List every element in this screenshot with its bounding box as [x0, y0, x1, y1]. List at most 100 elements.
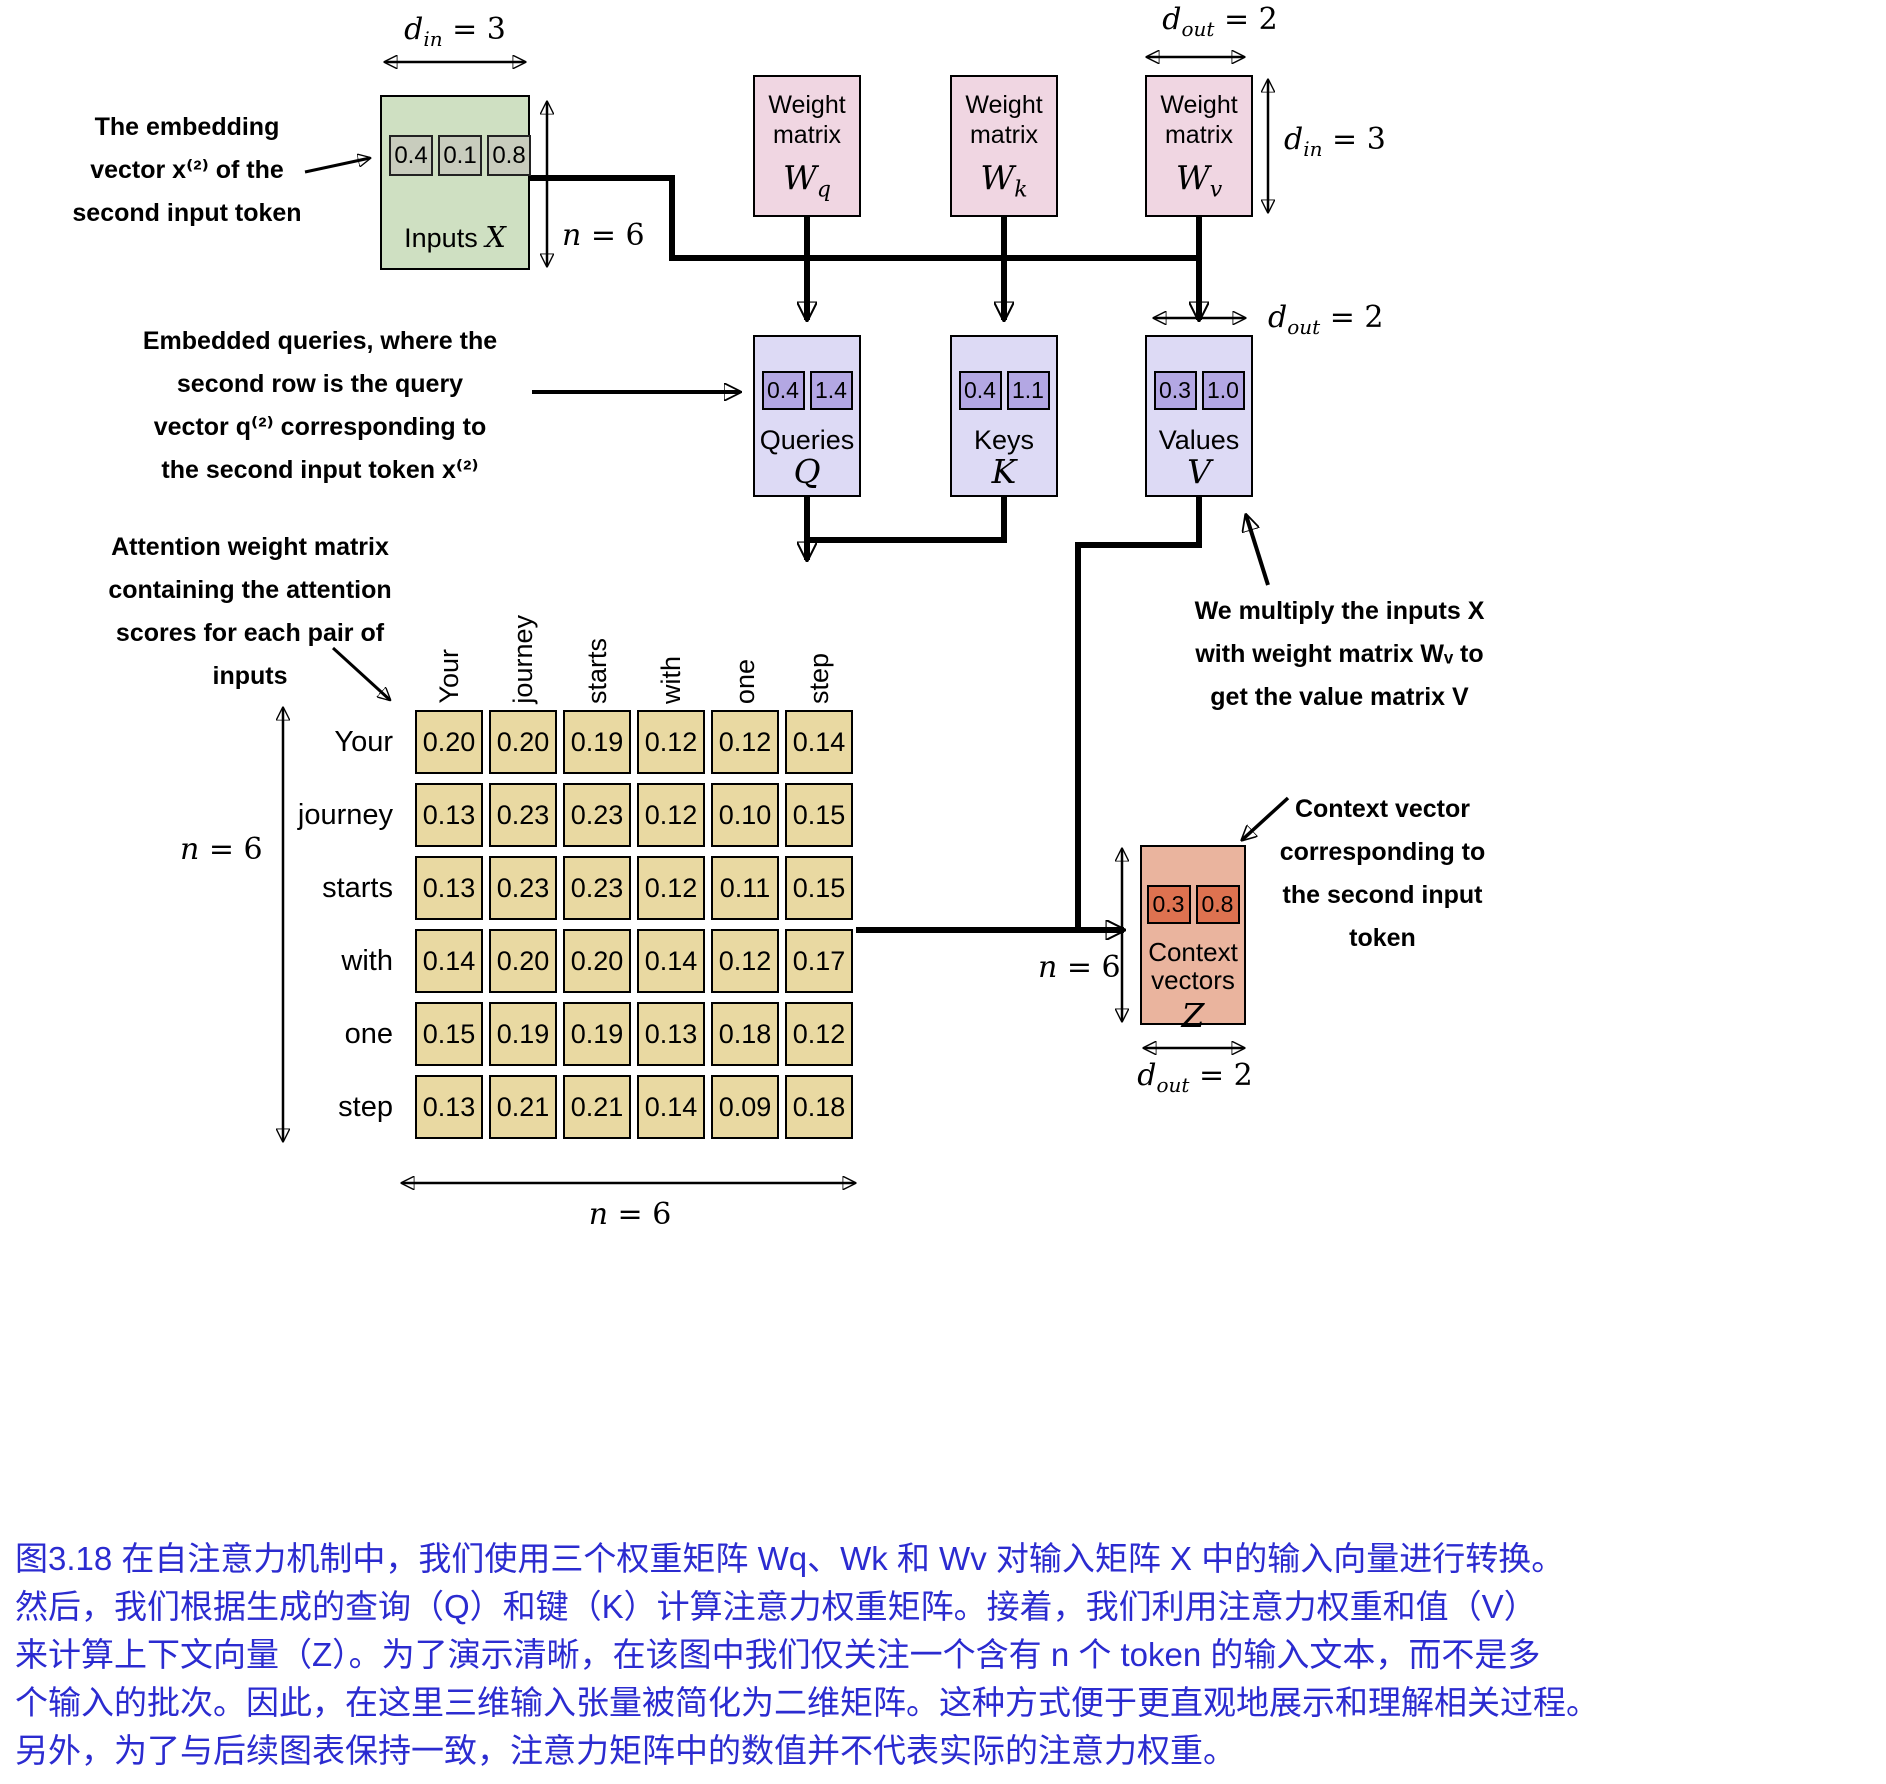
attention-matrix-cell: 0.19 [563, 710, 631, 774]
embedded-queries-note: Embedded queries, where the second row i… [142, 327, 498, 484]
attention-matrix-cell: 0.14 [637, 929, 705, 993]
value-cell: 1.0 [1201, 371, 1245, 410]
query-vector-row: 0.4 1.4 [761, 371, 853, 410]
attention-matrix-cell: 0.17 [785, 929, 853, 993]
attention-matrix-cell: 0.20 [415, 710, 483, 774]
attention-matrix-cell: 0.12 [711, 929, 779, 993]
attention-matrix-cell: 0.11 [711, 856, 779, 920]
dim-label-dout-z: dout = 2 [1137, 1058, 1253, 1097]
attention-matrix-cell: 0.20 [563, 929, 631, 993]
attention-matrix-cell: 0.13 [415, 856, 483, 920]
weight-matrix-label: Weight [965, 90, 1043, 119]
attention-matrix-cell: 0.21 [489, 1075, 557, 1139]
wq-symbol: Wq [782, 157, 831, 203]
dim-label-dout-v: dout = 2 [1268, 300, 1384, 339]
wv-symbol: Wv [1175, 157, 1223, 203]
attention-matrix-cell: 0.20 [489, 929, 557, 993]
attention-matrix-cell: 0.23 [563, 856, 631, 920]
weight-matrix-wk-box: Weight matrix Wk [950, 75, 1058, 217]
weight-matrix-label: matrix [772, 120, 842, 149]
attention-matrix-cell: 0.19 [489, 1002, 557, 1066]
attention-matrix-cell: 0.18 [785, 1075, 853, 1139]
matrix-col-label: Your [433, 649, 464, 704]
dim-label-n-matrix-left: n = 6 [180, 832, 263, 867]
arrow-multiply-note [1246, 515, 1270, 586]
multiply-note: We multiply the inputs X with weight mat… [1194, 597, 1485, 711]
attention-matrix-cell: 0.13 [415, 783, 483, 847]
attention-matrix-cell: 0.13 [415, 1075, 483, 1139]
dim-label-din-wv: din = 3 [1284, 122, 1386, 161]
attention-matrix-cell: 0.14 [415, 929, 483, 993]
attention-matrix-cell: 0.18 [711, 1002, 779, 1066]
query-cell: 1.4 [809, 371, 853, 410]
attention-matrix-cell: 0.14 [637, 1075, 705, 1139]
attention-matrix-cell: 0.23 [489, 856, 557, 920]
matrix-row-label: with [341, 944, 393, 977]
weight-matrix-label: matrix [969, 120, 1039, 149]
context-vector-row: 0.3 0.8 [1146, 885, 1240, 924]
values-label: Values [1158, 425, 1240, 455]
input-cell: 0.1 [438, 135, 482, 176]
key-cell: 0.4 [958, 371, 1002, 410]
weight-matrix-wq-box: Weight matrix Wq [753, 75, 861, 217]
attention-matrix-cell: 0.20 [489, 710, 557, 774]
queries-box: 0.4 1.4 Queries Q [753, 335, 861, 497]
value-vector-row: 0.3 1.0 [1153, 371, 1245, 410]
embedding-note: The embedding vector x⁽²⁾ of the second … [72, 113, 302, 227]
matrix-row-label: step [338, 1090, 393, 1123]
attention-matrix-cell: 0.10 [711, 783, 779, 847]
dim-label-dout-wv: dout = 2 [1162, 2, 1278, 41]
attention-matrix-cell: 0.12 [637, 783, 705, 847]
value-cell: 0.3 [1153, 371, 1197, 410]
attention-matrix-cell: 0.15 [785, 856, 853, 920]
attention-matrix-cell: 0.14 [785, 710, 853, 774]
keys-box: 0.4 1.1 Keys K [950, 335, 1058, 497]
v-symbol: V [1187, 452, 1211, 491]
values-box: 0.3 1.0 Values V [1145, 335, 1253, 497]
input-cell: 0.8 [487, 135, 531, 176]
attention-matrix-cell: 0.09 [711, 1075, 779, 1139]
matrix-col-label: with [655, 655, 686, 704]
query-cell: 0.4 [761, 371, 805, 410]
q-symbol: Q [793, 452, 821, 491]
weight-matrix-label: Weight [1160, 90, 1238, 119]
weight-matrix-label: matrix [1164, 120, 1234, 149]
weight-matrix-wv-box: Weight matrix Wv [1145, 75, 1253, 217]
context-cell: 0.8 [1195, 885, 1240, 924]
attention-matrix-cell: 0.12 [711, 710, 779, 774]
matrix-col-label: one [729, 658, 760, 704]
keys-label: Keys [973, 425, 1035, 455]
dim-label-n-z: n = 6 [1038, 950, 1121, 985]
wk-symbol: Wk [980, 157, 1028, 203]
attention-matrix-note: Attention weight matrix containing the a… [108, 533, 392, 690]
line-k-join-q [810, 497, 1007, 543]
k-symbol: K [991, 452, 1017, 491]
dim-label-n-matrix-bottom: n = 6 [588, 1197, 672, 1232]
context-vectors-label: vectors [1151, 965, 1235, 995]
matrix-col-label: step [803, 652, 834, 704]
key-vector-row: 0.4 1.1 [958, 371, 1050, 410]
matrix-row-label: starts [322, 871, 393, 904]
z-symbol: Z [1181, 996, 1205, 1035]
matrix-row-label: Your [334, 725, 393, 758]
embedding-vector-row: 0.4 0.1 0.8 [389, 135, 531, 176]
inputs-x-label: Inputs X [404, 220, 506, 254]
arrow-embedding-note [304, 158, 370, 174]
attention-matrix-cell: 0.21 [563, 1075, 631, 1139]
inputs-x-box: 0.4 0.1 0.8 Inputs X [380, 95, 531, 270]
matrix-row-label: journey [297, 798, 393, 831]
figure-caption: 图3.18 在自注意力机制中，我们使用三个权重矩阵 Wq、Wk 和 Wv 对输入… [15, 1540, 1599, 1769]
queries-label: Queries [759, 425, 855, 455]
attention-matrix-cell: 0.12 [785, 1002, 853, 1066]
attention-matrix-cell: 0.12 [637, 710, 705, 774]
dim-label-din-inputs: din = 3 [404, 12, 506, 51]
context-cell: 0.3 [1146, 885, 1191, 924]
matrix-col-label: journey [507, 615, 538, 704]
weight-matrix-label: Weight [768, 90, 846, 119]
attention-matrix-cell: 0.19 [563, 1002, 631, 1066]
attention-matrix-cell: 0.13 [637, 1002, 705, 1066]
